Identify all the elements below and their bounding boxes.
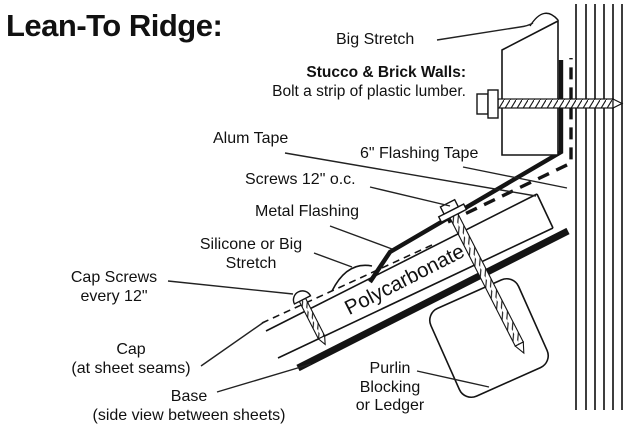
label-flashing-tape: 6" Flashing Tape	[360, 145, 479, 162]
label-alum-tape: Alum Tape	[213, 130, 289, 147]
label-silicone: Silicone or Big Stretch	[199, 236, 303, 272]
leader-metal-flashing	[329, 225, 393, 250]
lag-bolt	[476, 89, 624, 119]
label-metal-flashing: Metal Flashing	[255, 203, 360, 220]
leader-base	[216, 363, 312, 393]
leader-flashing-tape	[462, 166, 568, 189]
wall-hatching	[575, 4, 623, 410]
leader-cap	[200, 321, 265, 367]
note-heading: Stucco & Brick Walls:	[306, 64, 466, 81]
silicone-bead	[331, 264, 373, 292]
note-body: Bolt a strip of plastic lumber.	[272, 83, 466, 100]
label-cap-screws: Cap Screws every 12"	[70, 269, 158, 305]
leader-silicone	[313, 252, 353, 268]
note-stucco-brick: Stucco & Brick Walls: Bolt a strip of pl…	[272, 63, 466, 101]
label-cap: Cap (at sheet seams)	[71, 341, 191, 377]
plastic-lumber-block	[501, 19, 559, 156]
cap-screw	[292, 290, 326, 346]
page-title: Lean-To Ridge:	[6, 8, 223, 43]
purlin-block	[428, 277, 550, 399]
label-base: Base (side view between sheets)	[92, 388, 286, 424]
flashing-tape-dashed-line	[447, 58, 573, 224]
leader-screws-oc	[369, 186, 451, 207]
leader-purlin	[416, 370, 490, 388]
label-purlin: Purlin Blocking or Ledger	[355, 360, 425, 414]
label-big-stretch: Big Stretch	[336, 31, 415, 48]
leader-cap-screws	[167, 280, 294, 295]
label-screws-oc: Screws 12" o.c.	[245, 171, 356, 188]
ridge-screw	[437, 198, 525, 355]
leader-alum-tape	[284, 152, 537, 197]
leader-big-stretch	[436, 22, 534, 41]
base-bar	[296, 227, 570, 372]
